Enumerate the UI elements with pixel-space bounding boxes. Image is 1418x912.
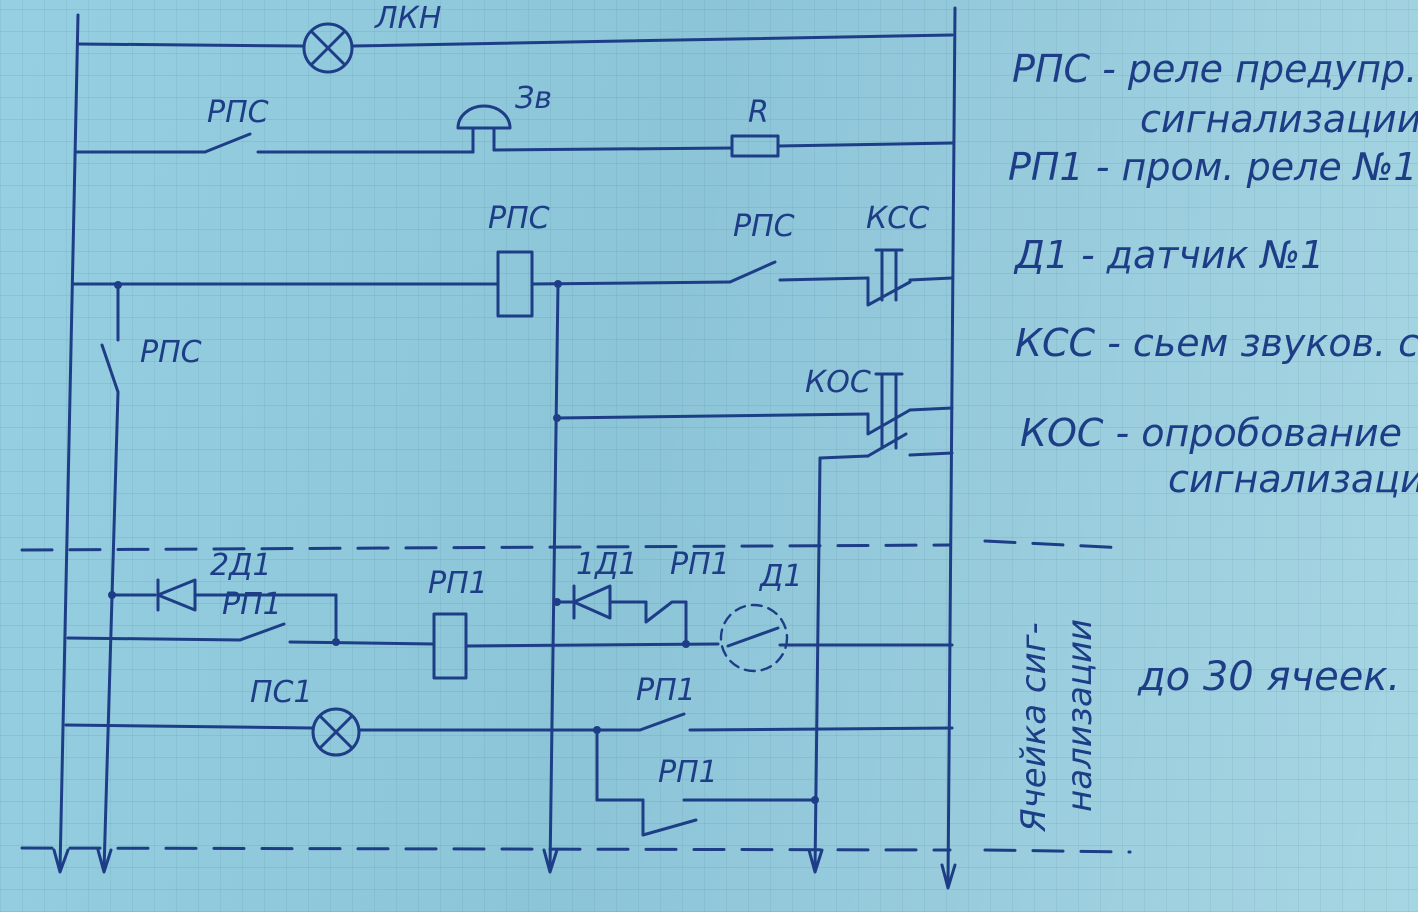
lamp-lkn-icon	[302, 22, 354, 74]
legend-d1: Д1 - датчик №1	[1013, 233, 1324, 277]
side-note-line1: Ячейка сиг-	[1014, 622, 1054, 833]
label-rps-top: РПС	[207, 95, 269, 130]
relay-coil-rps	[496, 250, 534, 318]
right-bus	[946, 6, 957, 887]
label-2d1: 2Д1	[210, 548, 272, 583]
legend-rps: РПС - реле предупр.	[1012, 47, 1417, 91]
label-rps-vertical: РПС	[140, 335, 202, 370]
label-rp1-b: РП1	[670, 547, 730, 582]
label-zv: Зв	[515, 81, 552, 116]
legend-kos-cont: сигнализации	[1168, 457, 1418, 501]
label-rp1-coil: РП1	[428, 566, 488, 601]
middle-bus	[548, 282, 560, 872]
label-lkn: ЛКН	[374, 1, 441, 36]
contact-rps-1	[203, 132, 252, 154]
relay-coil-rp1	[432, 612, 468, 680]
cell-boundary-bottom	[20, 846, 952, 852]
left-bus-arrow	[52, 848, 70, 874]
label-ps1: ПС1	[250, 675, 313, 710]
sensor-d1-icon	[719, 603, 789, 673]
button-kss	[866, 276, 912, 307]
cell-boundary-top	[20, 543, 952, 552]
lamp-ps1-icon	[311, 707, 361, 757]
label-d1: Д1	[758, 559, 803, 594]
label-rps-coil: РПС	[488, 201, 550, 236]
contact-rp1-c	[638, 712, 686, 732]
contact-rp1-b	[644, 600, 688, 624]
contact-rp1-d	[641, 798, 698, 837]
label-rp1-d: РП1	[658, 755, 718, 790]
left-bus	[58, 13, 80, 872]
rung-lamp-wire-right	[350, 33, 954, 48]
label-rp1-a: РП1	[222, 587, 282, 622]
legend-rps-cont: сигнализации	[1140, 97, 1418, 141]
legend-rp1: РП1 - пром. реле №1	[1008, 145, 1418, 189]
diode-1d1-icon	[572, 584, 612, 620]
label-kos: КОС	[805, 365, 871, 400]
side-note: Ячейка сиг- нализации	[1014, 619, 1100, 833]
diode-2d1-icon	[156, 578, 197, 612]
legend-kos: КОС - опробование	[1020, 411, 1402, 455]
contact-rps-2	[728, 260, 777, 284]
label-rps-contact: РПС	[733, 209, 795, 244]
rung-lamp-wire-left	[76, 42, 305, 48]
bell-icon	[456, 104, 512, 130]
legend: РПС - реле предупр. сигнализации РП1 - п…	[1008, 47, 1418, 501]
label-1d1: 1Д1	[576, 547, 638, 582]
contact-rp1-a	[238, 622, 286, 642]
count-note: до 30 ячеек.	[1137, 654, 1400, 700]
contact-rps-vertical	[100, 343, 120, 394]
label-rp1-c: РП1	[636, 673, 696, 708]
legend-kss: КСС - сьем звуков. сиг.	[1015, 321, 1418, 365]
side-note-line2: нализации	[1060, 619, 1100, 812]
button-kos-upper	[866, 408, 912, 436]
label-r: R	[748, 95, 769, 130]
label-kss: КСС	[866, 201, 929, 236]
button-kos-lower	[866, 432, 908, 458]
resistor-r-icon	[730, 134, 780, 158]
right-bus-arrow	[940, 863, 957, 890]
